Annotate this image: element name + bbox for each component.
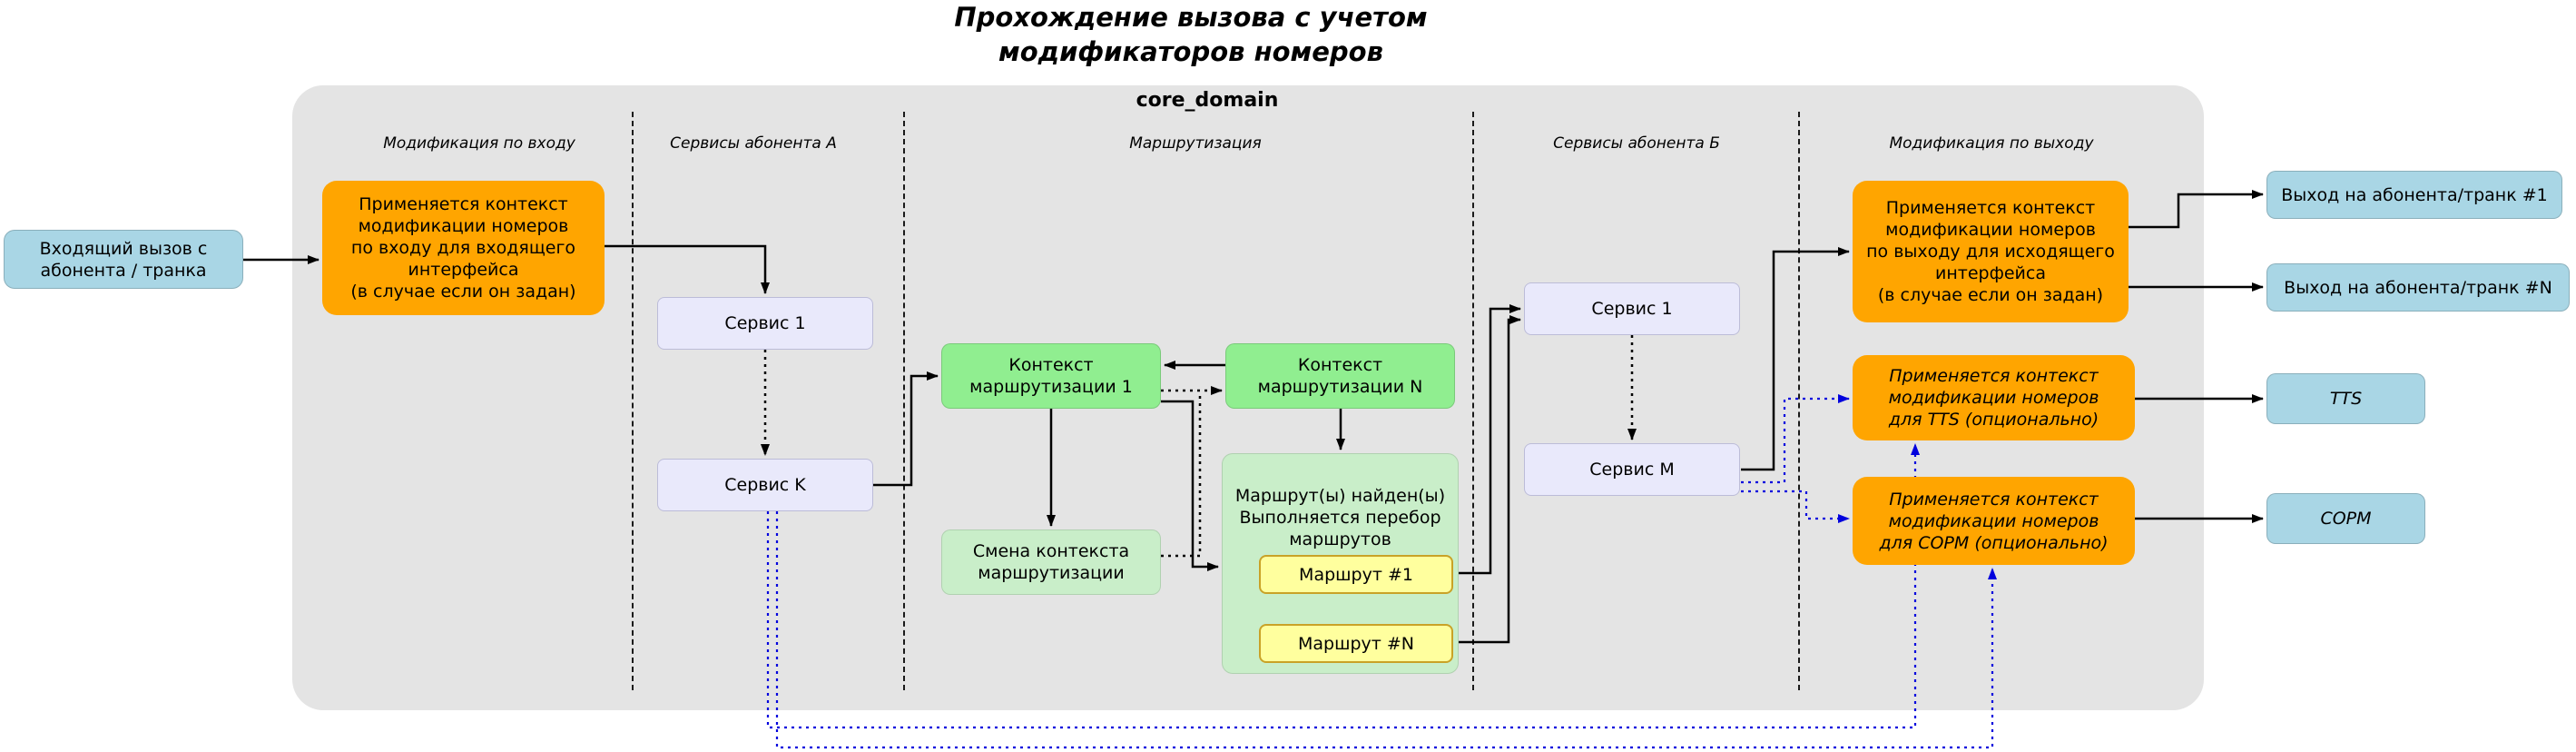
diagram-title: Прохождение вызова с учетом модификаторо…	[954, 2, 1428, 67]
link-context-change-to-contextN	[1161, 392, 1202, 558]
section-divider-3	[1472, 112, 1474, 690]
node-routing-context-1: Контекст маршрутизации 1	[941, 343, 1161, 409]
section-divider-1	[632, 112, 634, 690]
node-sorm-modification: Применяется контекст модификации номеров…	[1853, 477, 2135, 565]
section-label-routing: Маршрутизация	[1129, 134, 1262, 153]
arrow-service-ak-to-sorm-mod	[775, 511, 1997, 749]
node-incoming-call: Входящий вызов с абонента / транка	[4, 230, 243, 289]
section-label-services-a: Сервисы абонента А	[670, 134, 837, 153]
node-route-n: Маршрут #N	[1259, 624, 1453, 663]
section-label-output-modification: Модификация по выходу	[1889, 134, 2094, 153]
section-divider-4	[1798, 112, 1800, 690]
node-service-b-1: Сервис 1	[1524, 282, 1740, 335]
node-input-modification: Применяется контекст модификации номеров…	[322, 181, 605, 315]
node-routing-context-n: Контекст маршрутизации N	[1225, 343, 1455, 409]
routes-found-label: Маршрут(ы) найден(ы) Выполняется перебор…	[1234, 486, 1446, 549]
node-route-1: Маршрут #1	[1259, 555, 1453, 594]
node-routes-found: Маршрут(ы) найден(ы) Выполняется перебор…	[1222, 453, 1459, 674]
node-output-trunk-1: Выход на абонента/транк #1	[2266, 171, 2562, 219]
node-service-a-k: Сервис K	[657, 459, 873, 511]
node-sorm: СОРМ	[2266, 493, 2425, 544]
arrow-service-ak-to-context1	[873, 371, 939, 487]
node-tts: TTS	[2266, 373, 2425, 424]
section-label-input-modification: Модификация по входу	[383, 134, 575, 153]
arrow-service-bm-to-output-mod	[1741, 247, 1850, 471]
section-label-services-b: Сервисы абонента Б	[1553, 134, 1720, 153]
node-service-a-1: Сервис 1	[657, 297, 873, 350]
arrow-service-bm-to-sorm-mod	[1741, 490, 1850, 523]
node-output-modification: Применяется контекст модификации номеров…	[1853, 181, 2129, 322]
arrow-service-bm-to-tts-mod	[1741, 394, 1850, 484]
arrow-route1-to-service-b1	[1459, 304, 1521, 575]
arrow-context1-to-routes-found	[1161, 400, 1219, 571]
node-service-b-m: Сервис M	[1524, 443, 1740, 496]
core-domain-label: core_domain	[1136, 89, 1279, 112]
section-divider-2	[903, 112, 905, 690]
arrow-service-ak-to-tts-mod	[766, 443, 1920, 729]
node-context-change: Смена контекста маршрутизации	[941, 529, 1161, 595]
node-tts-modification: Применяется контекст модификации номеров…	[1853, 355, 2135, 440]
arrow-input-mod-to-service-a1	[605, 244, 770, 294]
arrow-routeN-to-service-b1	[1459, 315, 1521, 644]
node-output-trunk-n: Выход на абонента/транк #N	[2266, 263, 2570, 312]
arrow-output-mod-to-trunk1	[2129, 190, 2264, 229]
